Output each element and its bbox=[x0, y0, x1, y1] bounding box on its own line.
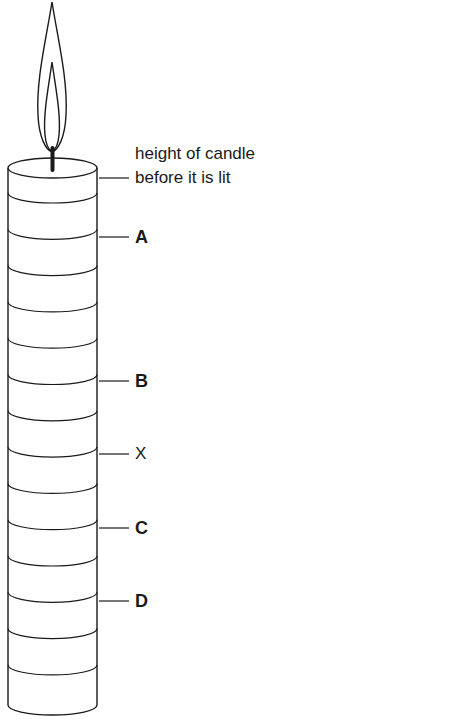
candle-ring bbox=[8, 375, 97, 385]
candle-ring bbox=[8, 338, 97, 348]
position-label: X bbox=[135, 442, 175, 466]
candle-ring bbox=[8, 302, 97, 312]
candle-ring bbox=[8, 193, 97, 203]
leader-lines bbox=[99, 178, 129, 601]
leader-line bbox=[99, 177, 129, 178]
candle-ring bbox=[8, 629, 97, 639]
outer-flame bbox=[38, 2, 67, 152]
candle-ring bbox=[8, 556, 97, 566]
candle-ring bbox=[8, 483, 97, 493]
candle-ring bbox=[8, 665, 97, 675]
position-label: A bbox=[135, 225, 175, 249]
inner-flame bbox=[45, 62, 60, 151]
leader-line bbox=[99, 527, 129, 528]
position-label: C bbox=[135, 516, 175, 540]
candle-body bbox=[8, 168, 97, 715]
candle-rings bbox=[8, 193, 97, 675]
candle-ring bbox=[8, 229, 97, 239]
leader-line bbox=[99, 380, 129, 381]
leader-line bbox=[99, 236, 129, 237]
candle-ring bbox=[8, 411, 97, 421]
wick bbox=[51, 148, 55, 170]
height-label: height of candle before it is lit bbox=[135, 142, 295, 190]
leader-line bbox=[99, 453, 129, 454]
candle-ring bbox=[8, 447, 97, 457]
candle-ring bbox=[8, 266, 97, 276]
candle-ring bbox=[8, 520, 97, 530]
candle-ring bbox=[8, 592, 97, 602]
position-label: D bbox=[135, 589, 175, 613]
leader-line bbox=[99, 600, 129, 601]
position-label: B bbox=[135, 369, 175, 393]
